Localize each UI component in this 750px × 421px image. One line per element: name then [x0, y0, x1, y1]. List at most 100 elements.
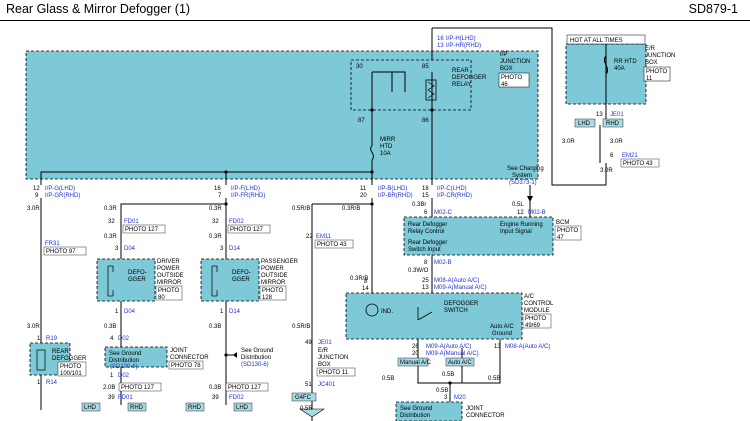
rear-defogger-photo-1: PHOTO [60, 364, 82, 370]
col3-wire-4: 0.3B [209, 385, 221, 391]
defogger2-label-1: DEFO- [232, 270, 251, 276]
passenger-mirror-photo-2: 128 [262, 295, 273, 301]
charging-ref: (SD373-1) [509, 180, 537, 186]
bcm-pin-l: 6 [424, 210, 428, 216]
d04b-conn: D04 [124, 309, 136, 315]
relay-label-1: REAR [452, 68, 469, 74]
passenger-mirror-box [200, 258, 260, 302]
d04b-pin: 1 [115, 309, 119, 315]
ejb-rhd: RHD [606, 121, 620, 127]
relay-pin-85: 85 [422, 64, 429, 70]
c4-pin-1: 18 [422, 186, 429, 192]
em21-pin: 6 [610, 153, 614, 159]
c1-conn-rhd: I/P-GR(RHD) [45, 193, 80, 199]
ind-symbol [365, 303, 379, 317]
rear-defogger-photo-tag [57, 361, 87, 377]
col3-lhd: LHD [236, 405, 249, 411]
acm-pin-l2: 14 [362, 286, 369, 292]
col3-ground-2: Distribution [241, 355, 271, 361]
driver-mirror-2: POWER [157, 266, 180, 272]
ejb-photo-1: PHOTO [646, 69, 668, 75]
m20-joint-1: JOINT [466, 406, 484, 412]
col2-lhd: LHD [84, 405, 97, 411]
acm-sw-2: SWITCH [444, 308, 468, 314]
ejb-title-2: JUNCTION [645, 53, 675, 59]
col4-ejb-photo: PHOTO 11 [319, 370, 349, 376]
acm-ind: IND. [381, 309, 393, 315]
acm-photo-2: 49/69 [525, 323, 541, 329]
c4-pin-2: 15 [422, 193, 429, 199]
acm-b-conn-3: M08-A(Auto A/C) [505, 344, 550, 350]
defogger-grid-symbols [36, 265, 218, 371]
ejb-conn: JE01 [610, 112, 624, 118]
driver-mirror-photo-1: PHOTO [158, 288, 180, 294]
acm-sw-1: DEFOGGER [444, 301, 479, 307]
ijb-photo-1: PHOTO [501, 75, 523, 81]
hot-at-all-times: HOT AT ALL TIMES [570, 38, 623, 44]
em11-conn: EM11 [316, 234, 332, 240]
em11-pin: 22 [306, 234, 313, 240]
acm-b-conn-1: M09-A(Auto A/C) [426, 344, 471, 350]
relay-pin-30: 30 [356, 64, 363, 70]
col4-ejb-photo-tag [316, 367, 356, 377]
col1-wire-2: 3.0R [27, 324, 40, 330]
mirr-htd-fuse-symbol [370, 145, 374, 161]
auto-ac-tag [445, 357, 475, 367]
col3-lhd-tag [233, 402, 253, 412]
d04-pin: 3 [115, 246, 119, 252]
c3-pin-2: 20 [360, 193, 367, 199]
wire-paths [40, 27, 607, 421]
em11-photo: PHOTO 43 [317, 242, 347, 248]
acm-b-pin-1: 26 [412, 344, 419, 350]
fd01-pin: 32 [108, 219, 115, 225]
col1-wire-1: 3.0R [27, 206, 40, 212]
col2-lhd-tag [81, 402, 101, 412]
col4-ejb-1: E/R [318, 348, 329, 354]
acm-photo-1: PHOTO [525, 316, 547, 322]
ground-ref-box-2 [395, 401, 463, 421]
r14-conn: R14 [46, 380, 58, 386]
col2-photo127: PHOTO 127 [121, 385, 155, 391]
acm-gnd-2: Ground [492, 331, 512, 337]
driver-mirror-box [96, 258, 156, 302]
r14-pin: 1 [37, 380, 41, 386]
acm-wire: 0.3W/O [408, 268, 429, 274]
g4fc-tag [291, 392, 317, 402]
bcm-photo-2: 47 [557, 235, 564, 241]
rear-defogger-photo-2: 100/101 [60, 371, 82, 377]
ejb-pin: 13 [596, 112, 603, 118]
auto-ac: Auto A/C [448, 360, 472, 366]
passenger-mirror-1: PASSENGER [261, 259, 299, 265]
acm-photo-tag [522, 313, 552, 329]
acm-wire-c: 0.5B [488, 376, 500, 382]
jc401-conn: JC401 [318, 382, 336, 388]
acm-pin-1: 25 [422, 278, 429, 284]
rear-defogger-label-2: DEFOGGER [52, 356, 87, 362]
bcm-in1-2: Relay Control [408, 229, 444, 235]
photo78-tag [168, 360, 204, 370]
ijb-top-pin-2: 13 [437, 43, 444, 49]
c2-pin-2: 7 [218, 193, 222, 199]
acm-title-3: MODULE [524, 308, 550, 314]
rear-defogger-label-1: REAR [52, 349, 69, 355]
ijb-title-2: JUNCTION [500, 59, 530, 65]
col2-wire-2: 0.3R [104, 234, 117, 240]
col2-wire-4: 2.0B [103, 385, 115, 391]
passenger-mirror-3: OUTSIDE [261, 273, 288, 279]
fr31-photo-tag [43, 246, 87, 256]
ijb-title-3: BOX [500, 66, 513, 72]
fr31-conn: FR31 [45, 241, 60, 247]
c2-conn-rhd: I/P-FR(RHD) [231, 193, 265, 199]
m20-ground-1: See Ground [400, 406, 432, 412]
jc401-pin: 51 [305, 382, 312, 388]
fd02b-pin: 39 [212, 395, 219, 401]
ejb-photo-tag [643, 66, 671, 82]
col3-ground-1: See Ground [241, 348, 273, 354]
col3-photo127-tag [225, 382, 269, 392]
d14b-pin: 1 [220, 309, 224, 315]
c1-pin-2: 9 [35, 193, 39, 199]
col3-wire-1: 0.3R [209, 206, 222, 212]
ejb-wire-1: 3.0R [562, 139, 575, 145]
ground-ref-box-1 [104, 346, 168, 368]
defogger-label-2: GGER [128, 277, 146, 283]
